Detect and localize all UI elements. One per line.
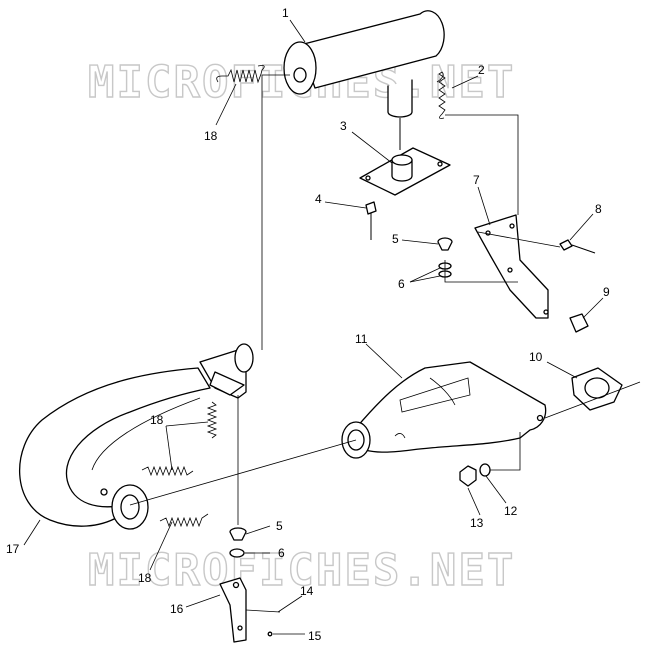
callout-17: 17 <box>6 542 20 556</box>
bracket-16 <box>219 577 281 643</box>
callout-12: 12 <box>504 504 518 518</box>
washer-12 <box>479 463 491 477</box>
bolt-8 <box>559 239 596 254</box>
callout-labels: 1 2 3 4 5 6 7 8 9 10 11 12 13 14 15 16 1… <box>6 6 610 643</box>
callout-15: 15 <box>308 629 322 643</box>
callout-18-bottom: 18 <box>138 571 152 585</box>
callout-11: 11 <box>355 332 368 346</box>
y-pipe <box>19 343 254 530</box>
callout-4: 4 <box>315 192 322 206</box>
spring-mid-2 <box>141 465 194 477</box>
callout-5-bottom: 5 <box>276 519 283 533</box>
spring-mid-1 <box>206 401 218 439</box>
callout-6-bottom: 6 <box>278 546 285 560</box>
callout-9: 9 <box>603 285 610 299</box>
bolt-4 <box>365 201 377 240</box>
callout-18-top: 18 <box>204 129 218 143</box>
mount-plate <box>359 147 451 196</box>
callout-16: 16 <box>170 602 184 616</box>
lockwasher-6-bottom <box>229 548 245 558</box>
callout-10: 10 <box>529 350 543 364</box>
bracket-7 <box>474 214 549 319</box>
callout-14: 14 <box>300 584 314 598</box>
callout-leaders <box>23 19 604 635</box>
muffler <box>283 10 445 150</box>
gasket-10 <box>571 367 623 411</box>
callout-6-top: 6 <box>398 277 405 291</box>
spring-top-left <box>216 65 265 84</box>
watermark-bottom: MICROFICHES.NET <box>88 545 515 596</box>
callout-2: 2 <box>478 63 485 77</box>
nut-13 <box>459 465 477 487</box>
callout-3: 3 <box>340 119 347 133</box>
exhaust-manifold <box>341 361 547 459</box>
callout-18-mid: 18 <box>150 413 164 427</box>
callout-7: 7 <box>473 173 480 187</box>
callout-5-top: 5 <box>392 232 399 246</box>
spring-top-right <box>436 71 446 119</box>
washer-5-bottom <box>229 527 247 541</box>
spring-lower <box>159 513 209 528</box>
washer-5-top <box>437 237 453 251</box>
callout-13: 13 <box>470 516 484 530</box>
callout-8: 8 <box>595 202 602 216</box>
callout-1: 1 <box>282 6 289 20</box>
bushing-9 <box>569 313 589 333</box>
